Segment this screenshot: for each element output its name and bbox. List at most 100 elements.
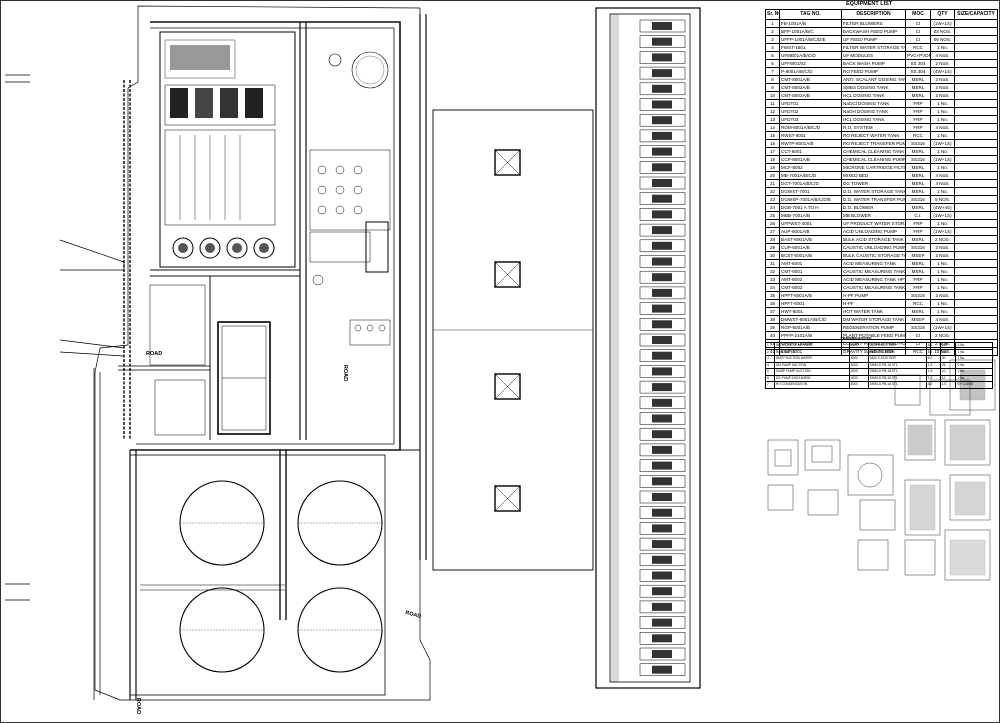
filter-bay-media [652,210,672,219]
filter-bay [639,239,686,253]
equipment-cell: RWTP-8001A/B [779,139,842,148]
equipment-cell: 24 [765,203,780,212]
equipment-cell [954,171,998,180]
equipment-cell: 2 NoS. [930,75,955,84]
equipment-header-cell: DESCRIPTION [841,9,906,20]
equipment-cell [954,243,998,252]
equipment-cell: 1 No. [930,259,955,268]
equipment-cell: 03 NOS. [930,27,955,36]
equipment-cell: DMWST-6001A/B/C/D [779,315,842,324]
equipment-cell: FB-1001A/B [779,19,842,28]
equipment-cell: (4W+1S) [930,67,955,76]
equipment-cell: 1 No. [930,107,955,116]
equipment-cell [954,123,998,132]
equipment-cell: 1 No. [930,219,955,228]
filter-bay-media [652,100,672,109]
equipment-cell: 27 [765,227,780,236]
termination-cell: BY CLIENT [955,381,993,389]
equipment-cell: DM WATER STORAGE TANK [841,315,906,324]
equipment-cell [954,235,998,244]
filter-bay-media [652,147,672,156]
equipment-cell [954,195,998,204]
equipment-cell: MSRL [905,91,931,100]
equipment-cell: MBB-7001A/B [779,211,842,220]
equipment-cell: (1W+1S) [930,227,955,236]
equipment-cell: UFFW01/02 [779,59,842,68]
equipment-cell: HCL DOSING TANK [841,115,906,124]
filter-bay-media [652,241,672,250]
equipment-cell [954,155,998,164]
equipment-cell: ANTI. SCALANT DOSING TANK [841,75,906,84]
filter-bay [639,113,686,127]
filter-bay-media [652,194,672,203]
equipment-cell: FRP [905,275,931,284]
filter-bay [639,51,686,64]
filter-bay [639,616,686,629]
equipment-cell: 37 [765,307,780,316]
equipment-cell: CI [905,35,931,44]
filter-bay [639,82,686,96]
equipment-cell: UFMB01A/B/C/D [779,51,842,60]
termination-cell: 4000 [848,381,869,389]
equipment-cell: 1 No. [930,267,955,276]
equipment-cell: NaOCl DOSING TANK [841,99,906,108]
filter-bay [639,475,686,488]
equipment-cell: UFFP-1001A/B/C/D/E [779,35,842,44]
equipment-cell: DGWSP-7001A/B/C/D/E [779,195,842,204]
equipment-cell: RGP-6001A/B [779,323,842,332]
equipment-cell [954,107,998,116]
road-label-4: ROAD [135,697,142,715]
filter-bay-media [652,351,672,360]
filter-bay [639,161,686,174]
termination-cell: SHIELD PB-18 ST1 [867,381,927,389]
filter-bay [639,19,686,33]
equipment-cell: MCF-8002 [779,163,842,172]
equipment-cell: 23 [765,195,780,204]
equipment-cell: 7 [765,67,780,76]
filter-bay [639,427,686,441]
equipment-cell: RO REJECT WATER TANK [841,131,906,140]
equipment-cell: UFDT01 [779,99,842,108]
equipment-cell: 16 [765,139,780,148]
termination-cell: 1.5 [939,381,957,389]
equipment-cell: 36 [765,299,780,308]
equipment-cell: 25 [765,211,780,220]
filter-bay [639,522,686,535]
filter-bay-media [652,493,672,501]
equipment-cell: 8 [765,75,780,84]
equipment-cell: ACID UNLOADING PUMP [841,227,906,236]
equipment-cell [954,51,998,60]
equipment-cell: CAUSTIC MEASURING TANK HPT [841,283,906,292]
equipment-cell: HOT WATER TANK [841,307,906,316]
equipment-cell: 13 [765,115,780,124]
filter-bay [639,600,686,614]
filter-bay [639,537,686,551]
filter-bay-media [652,37,672,46]
filter-bay [639,192,686,205]
equipment-cell: 32 [765,267,780,276]
equipment-cell: BCST-6001A/B [779,251,842,260]
filter-bay-media [652,634,672,643]
equipment-cell: 38 [765,315,780,324]
gravity-sand-filter-gallery [595,7,701,689]
equipment-cell: CI [905,27,931,36]
equipment-cell: RO REJECT TRANSFER PUMP [841,139,906,148]
equipment-cell: 20 [765,171,780,180]
equipment-cell: 2 NoS. [930,91,955,100]
equipment-cell: 05 NOS. [930,35,955,44]
equipment-cell [954,19,998,28]
equipment-cell [954,283,998,292]
equipment-cell: MSRL [905,259,931,268]
equipment-cell: 14 [765,123,780,132]
